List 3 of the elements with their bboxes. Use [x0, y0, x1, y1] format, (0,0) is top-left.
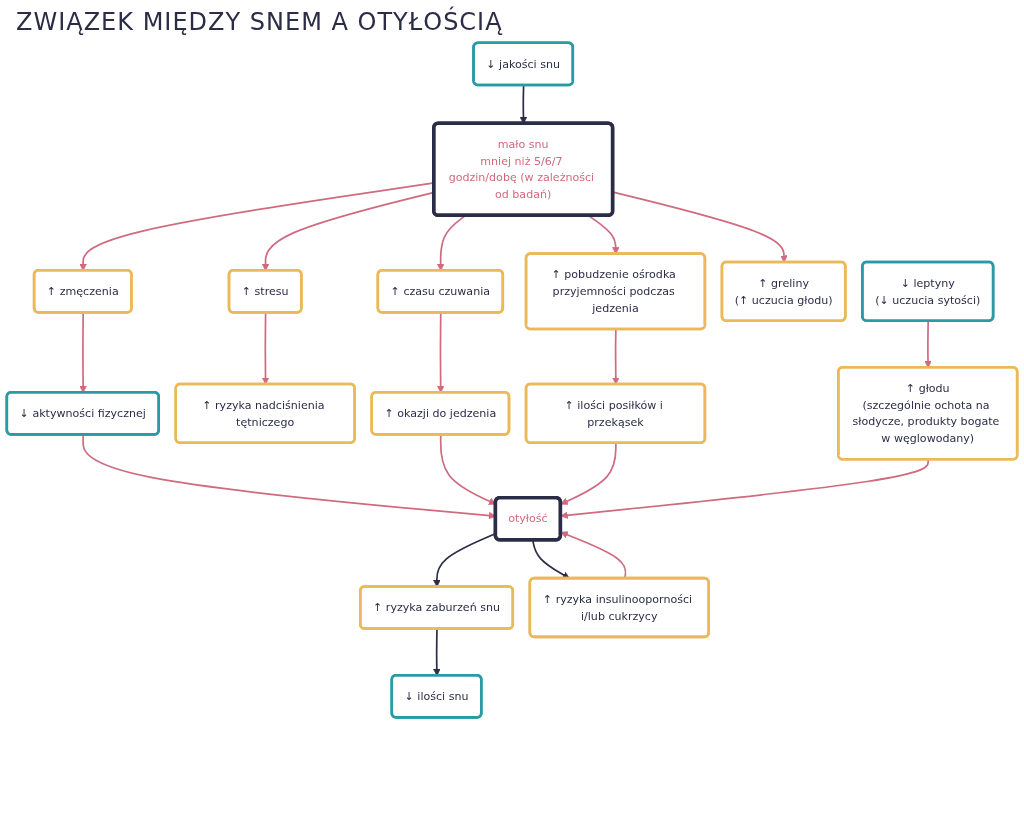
arrow — [531, 539, 570, 579]
arrow — [433, 628, 441, 676]
diagram-title: ZWIĄZEK MIĘDZY SNEM A OTYŁOŚCIĄ — [16, 8, 504, 36]
